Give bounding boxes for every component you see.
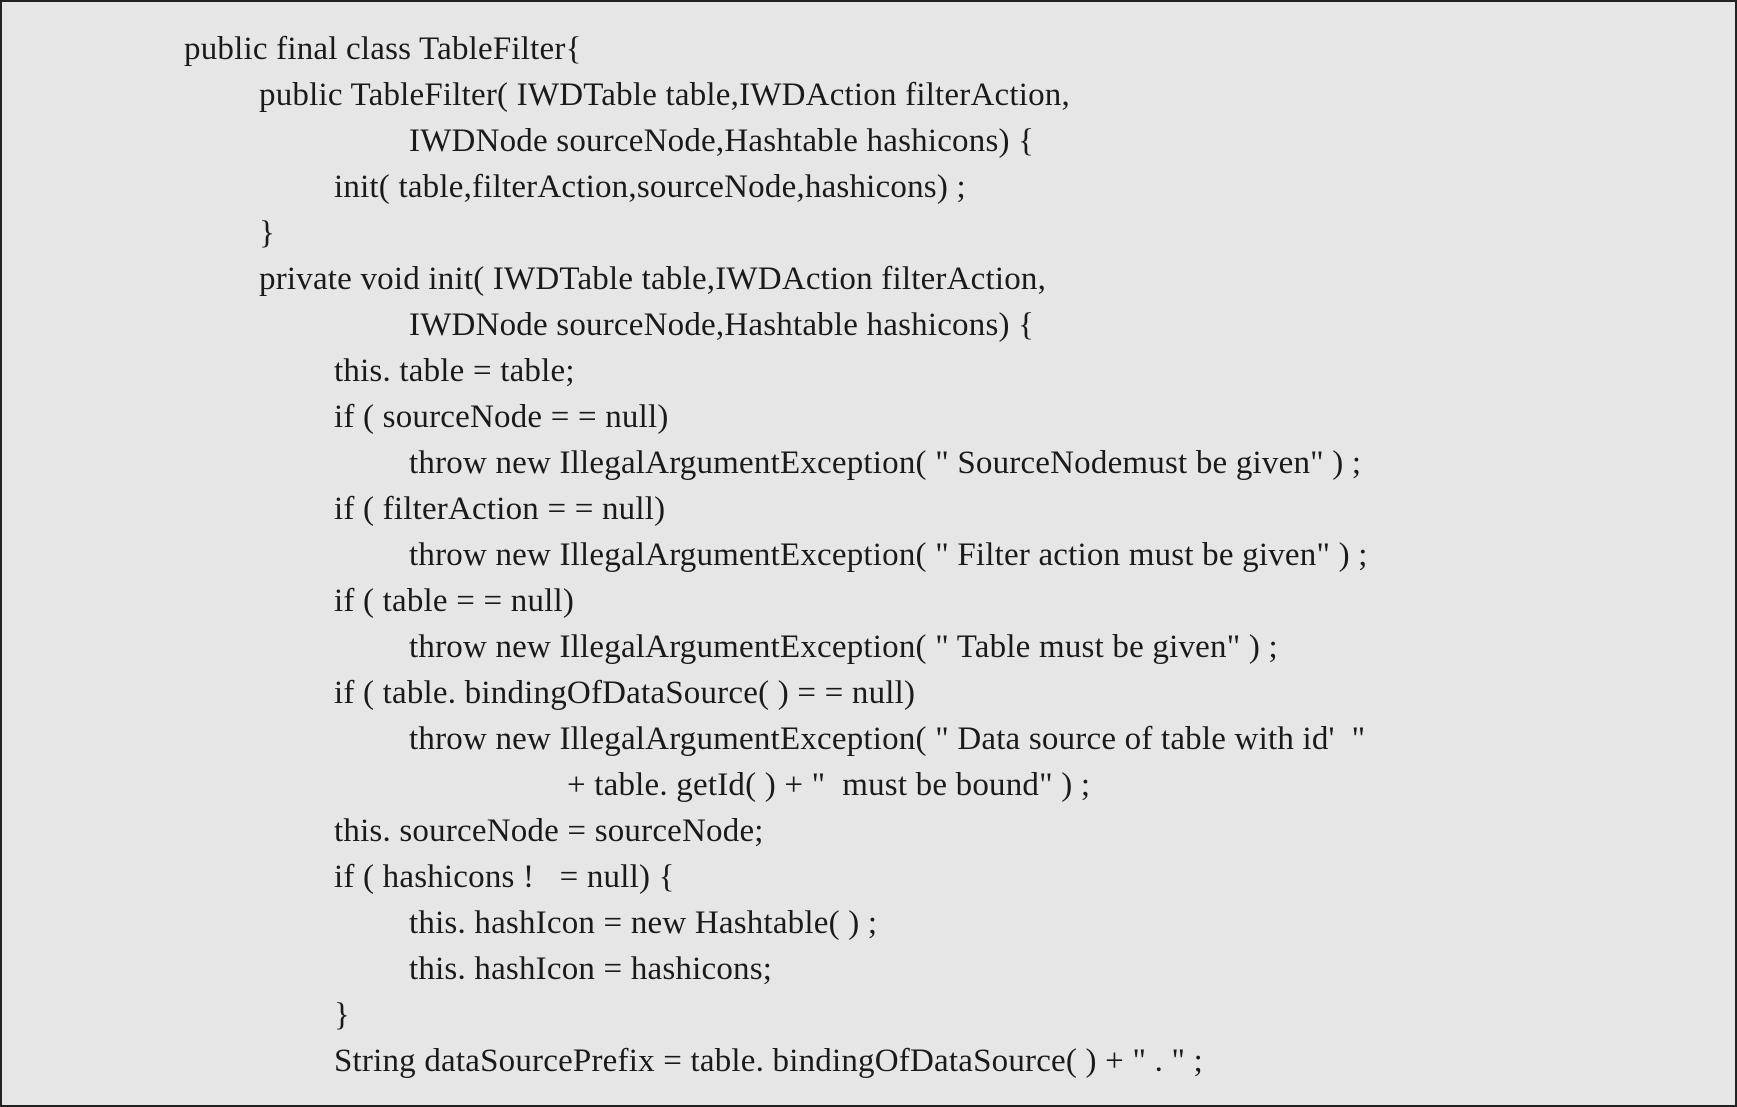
code-line: if ( sourceNode = = null)	[334, 399, 669, 435]
code-line: IWDNode sourceNode,Hashtable hashicons) …	[409, 307, 1035, 343]
code-line: private void init( IWDTable table,IWDAct…	[259, 261, 1047, 297]
code-line: + table. getId( ) + " must be bound" ) ;	[567, 767, 1091, 803]
code-line: IWDNode sourceNode,Hashtable hashicons) …	[409, 123, 1035, 159]
code-line: throw new IllegalArgumentException( " Da…	[409, 721, 1366, 757]
code-line: }	[259, 215, 276, 251]
code-line: }	[334, 997, 351, 1033]
code-line: this. table = table;	[334, 353, 575, 389]
code-line: public TableFilter( IWDTable table,IWDAc…	[259, 77, 1070, 113]
code-line: if ( hashicons ! = null) {	[334, 859, 675, 895]
code-line: init( table,filterAction,sourceNode,hash…	[334, 169, 966, 205]
code-line: this. hashIcon = hashicons;	[409, 951, 773, 987]
code-line: if ( table. bindingOfDataSource( ) = = n…	[334, 675, 916, 711]
code-line: if ( table = = null)	[334, 583, 575, 619]
code-line: if ( filterAction = = null)	[334, 491, 666, 527]
code-line: this. sourceNode = sourceNode;	[334, 813, 764, 849]
code-line: String dataSourcePrefix = table. binding…	[334, 1043, 1203, 1079]
code-line: throw new IllegalArgumentException( " So…	[409, 445, 1362, 481]
code-line: throw new IllegalArgumentException( " Fi…	[409, 537, 1368, 573]
code-line: public final class TableFilter{	[184, 31, 582, 67]
code-line: throw new IllegalArgumentException( " Ta…	[409, 629, 1278, 665]
code-line: this. hashIcon = new Hashtable( ) ;	[409, 905, 878, 941]
